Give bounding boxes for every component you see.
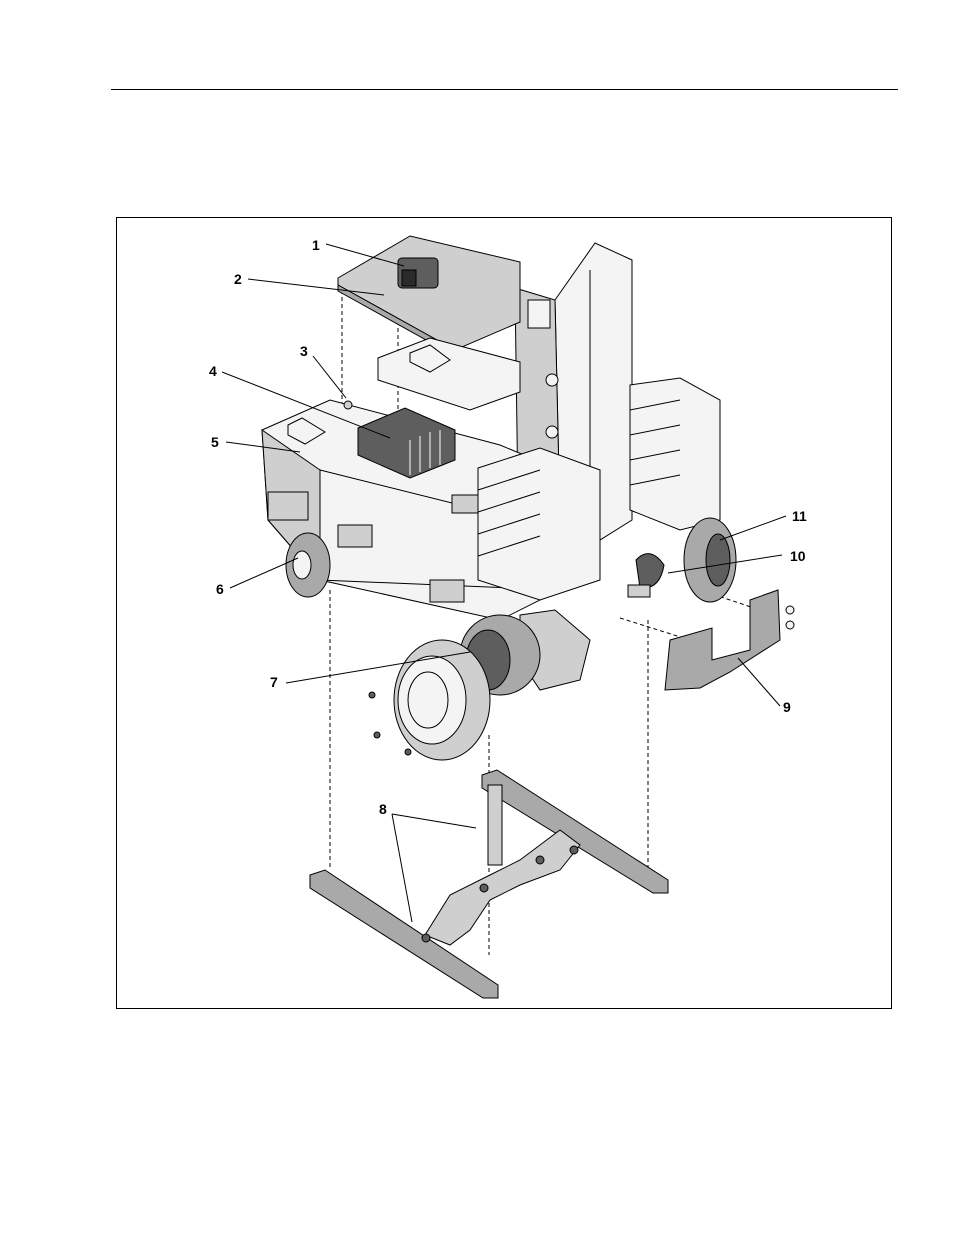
callout-8: 8: [379, 801, 387, 817]
key-switch: [398, 258, 438, 288]
fastener: [344, 401, 352, 409]
callout-1: 1: [312, 237, 320, 253]
rear-wheel: [684, 518, 736, 602]
callout-5: 5: [211, 434, 219, 450]
callout-3: 3: [300, 343, 308, 359]
callout-10: 10: [790, 548, 806, 564]
pothole-rail-assembly: [310, 770, 668, 998]
callout-7: 7: [270, 674, 278, 690]
callout-9: 9: [783, 699, 791, 715]
callout-4: 4: [209, 363, 217, 379]
upper-deck: [378, 338, 520, 410]
battery-stack-front: [478, 448, 600, 600]
side-shield: [665, 590, 794, 690]
callout-2: 2: [234, 271, 242, 287]
drive-wheel: [369, 640, 490, 760]
callout-6: 6: [216, 581, 224, 597]
callout-11: 11: [792, 508, 807, 524]
battery-stack-rear: [630, 378, 720, 530]
brake-assembly: [628, 554, 664, 597]
